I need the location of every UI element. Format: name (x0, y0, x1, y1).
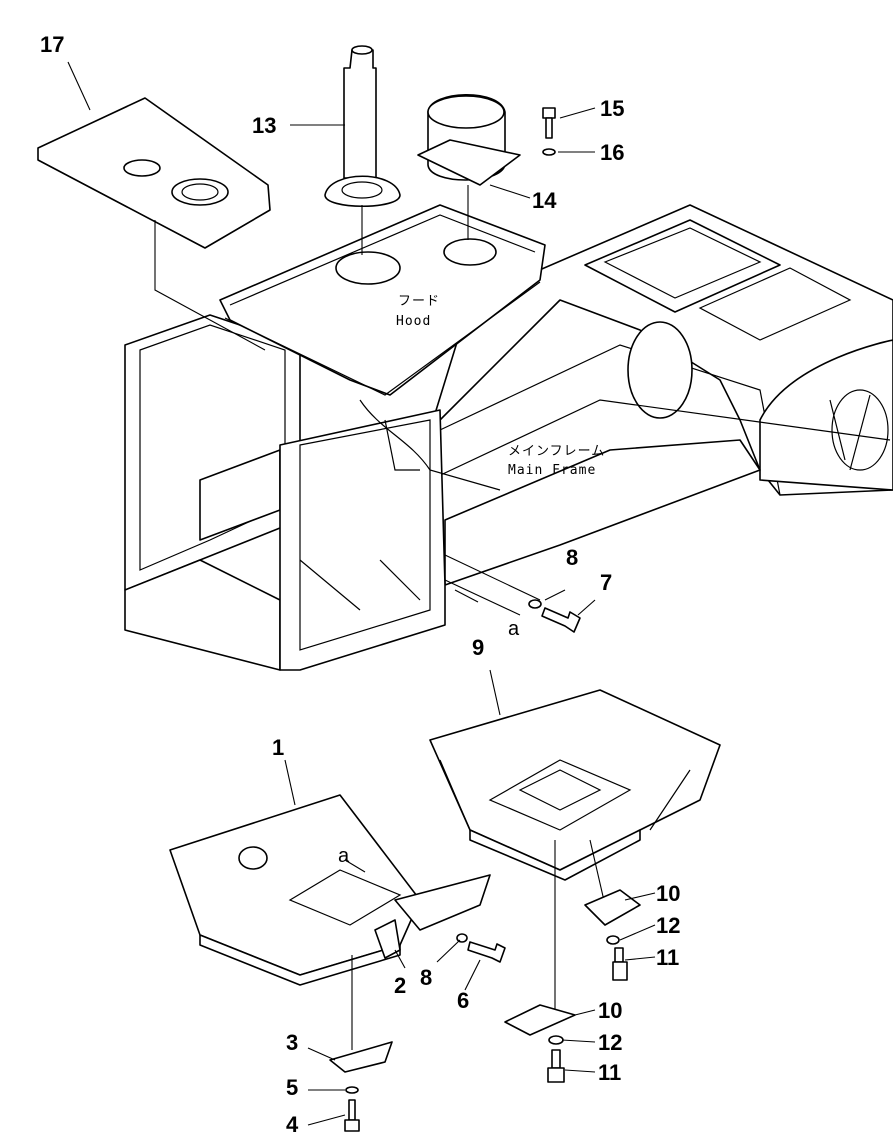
reference-a-lower: a (338, 845, 350, 867)
part-6-bolt (467, 941, 506, 963)
callout-6: 6 (457, 988, 469, 1013)
part-4-bolt (344, 1099, 360, 1132)
callout-11-upper: 11 (656, 945, 679, 970)
callout-5: 5 (286, 1075, 298, 1100)
part-8-washer-upper (528, 599, 542, 609)
main-frame-label-jp: メインフレーム (508, 444, 605, 459)
hood-label-en: Hood (396, 314, 431, 329)
callout-8-lower: 8 (420, 965, 432, 990)
callout-12-upper: 12 (656, 913, 680, 938)
callout-10-upper: 10 (656, 881, 680, 906)
callout-15: 15 (600, 96, 624, 121)
callout-leaders (67, 61, 656, 1126)
callout-12-lower: 12 (598, 1030, 622, 1055)
part-12-washer-upper (606, 935, 620, 945)
part-2-bracket (374, 919, 401, 959)
callout-numbers: 17 13 15 16 14 8 7 a 9 1 a 10 12 11 2 8 … (40, 32, 680, 1137)
part-10-plate-upper (584, 889, 641, 926)
part-16-washer (542, 148, 556, 156)
callout-7: 7 (600, 570, 612, 595)
main-frame (429, 204, 893, 586)
callout-13: 13 (252, 113, 276, 138)
front-frame (124, 314, 501, 671)
part-13-exhaust-pipe (324, 45, 401, 207)
callout-8-upper: 8 (566, 545, 578, 570)
hood: フード Hood (219, 204, 546, 396)
callout-1: 1 (272, 735, 284, 760)
part-3-plate (329, 1041, 393, 1073)
reference-a-upper: a (508, 618, 520, 640)
part-9-undercover (429, 689, 721, 881)
callout-4: 4 (286, 1112, 299, 1137)
part-11-bolt-upper (612, 947, 628, 981)
callout-14: 14 (532, 188, 557, 213)
part-12-washer-lower (548, 1035, 564, 1045)
callout-2: 2 (394, 973, 406, 998)
callout-9: 9 (472, 635, 484, 660)
part-5-washer (345, 1086, 359, 1094)
callout-11-lower: 11 (598, 1060, 621, 1085)
part-11-bolt-lower (547, 1049, 565, 1083)
main-frame-label-en: Main Frame (508, 463, 596, 478)
part-1-undercover (169, 794, 491, 986)
callout-10-lower: 10 (598, 998, 622, 1023)
callout-17: 17 (40, 32, 64, 57)
part-10-plate-lower (504, 1004, 576, 1036)
hood-label-jp: フード (398, 294, 440, 309)
part-15-bolt (542, 107, 556, 139)
part-14-precleaner (417, 94, 521, 186)
part-7-bolt (541, 607, 581, 633)
part-17-cover (37, 97, 271, 249)
callout-16: 16 (600, 140, 624, 165)
callout-3: 3 (286, 1030, 298, 1055)
